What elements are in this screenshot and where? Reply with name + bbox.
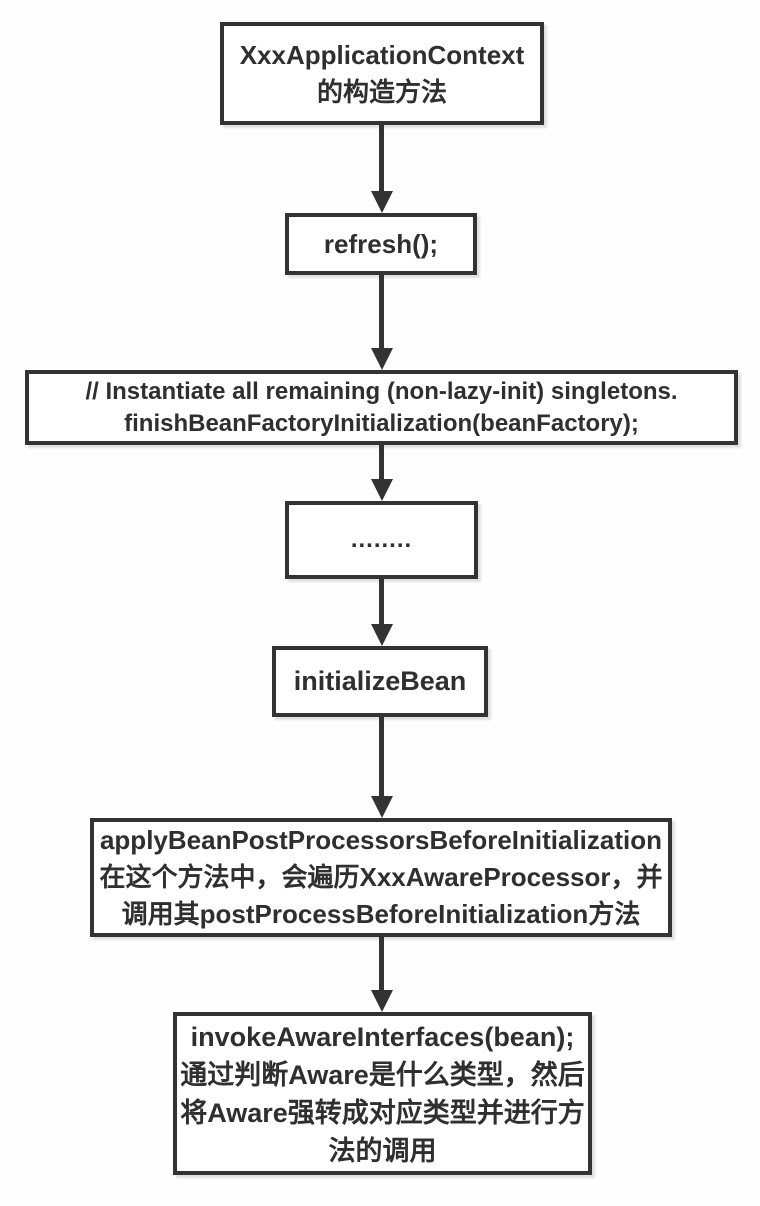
node-refresh: refresh(); [285,213,477,275]
node-apply-bean-post-processors-before-initialization: applyBeanPostProcessorsBeforeInitializat… [90,818,672,937]
node-initialize-bean: initializeBean [272,646,488,717]
node-xxx-application-context-constructor: XxxApplicationContext 的构造方法 [220,22,544,125]
node-text-line: 通过判断Aware是什么类型，然后 [180,1059,585,1090]
node-text-line: // Instantiate all remaining (non-lazy-i… [85,377,678,405]
arrow-shaft [379,579,384,628]
down-arrow [371,937,393,1012]
down-arrow [371,579,393,646]
down-arrow [371,275,393,370]
node-finish-bean-factory-initialization: // Instantiate all remaining (non-lazy-i… [25,370,738,445]
down-arrow [371,445,393,501]
node-text-line: 的构造方法 [316,76,447,107]
down-arrow [371,717,393,818]
node-text-line: XxxApplicationContext [239,39,525,70]
arrow-shaft [379,937,384,994]
node-text-line: 将Aware强转成对应类型并进行方 [180,1097,585,1128]
down-arrow [371,125,393,213]
node-text-line: 在这个方法中，会遍历XxxAwareProcessor，并 [99,862,663,892]
node-text-line: invokeAwareInterfaces(bean); [190,1021,575,1052]
arrowhead-down-icon [371,624,393,646]
arrow-shaft [379,275,384,352]
arrow-shaft [379,717,384,800]
node-text-line: refresh(); [323,228,439,259]
node-text-line: initializeBean [293,666,467,696]
node-text-line: ........ [350,526,413,553]
arrowhead-down-icon [371,990,393,1012]
arrowhead-down-icon [371,796,393,818]
node-text-line: 法的调用 [328,1135,437,1166]
node-text-line: finishBeanFactoryInitialization(beanFact… [124,409,639,437]
arrowhead-down-icon [371,348,393,370]
arrowhead-down-icon [371,191,393,213]
node-text-line: 调用其postProcessBeforeInitialization方法 [121,899,641,929]
node-invoke-aware-interfaces: invokeAwareInterfaces(bean); 通过判断Aware是什… [173,1012,592,1175]
arrow-shaft [379,125,384,195]
arrow-shaft [379,445,384,483]
node-ellipsis: ........ [285,501,478,579]
node-text-line: applyBeanPostProcessorsBeforeInitializat… [99,825,663,855]
arrowhead-down-icon [371,479,393,501]
